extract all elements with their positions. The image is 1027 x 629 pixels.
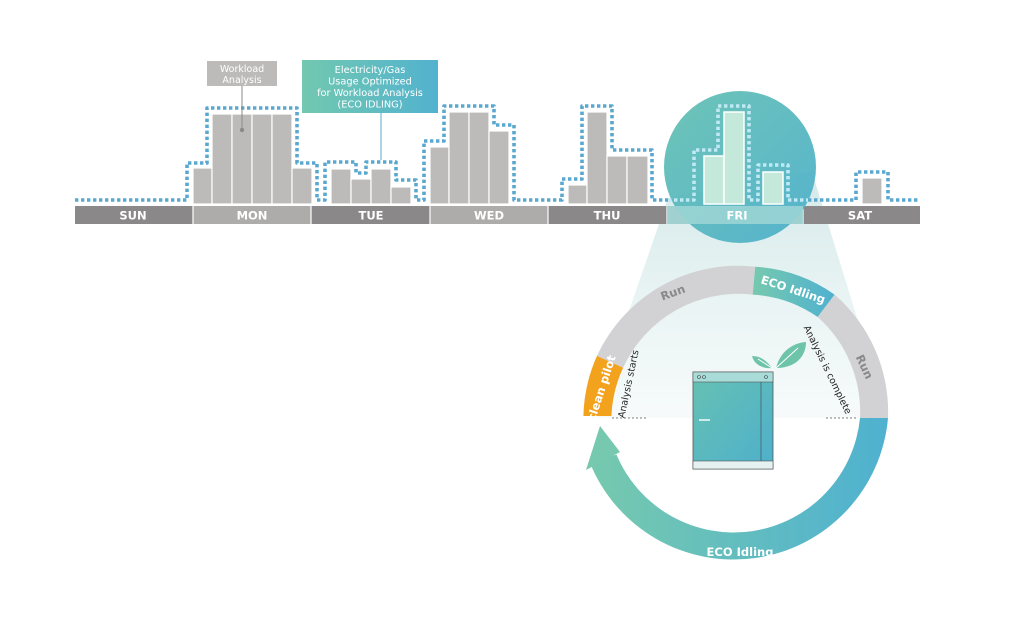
callout-eco-line-3: for Workload Analysis	[317, 88, 423, 99]
callout-eco-line-2: Usage Optimized	[328, 77, 412, 88]
appliance-icon	[692, 371, 774, 470]
day-label-sun: SUN	[119, 209, 146, 223]
bar-fri-1	[703, 155, 725, 205]
bar-mon-6	[291, 167, 313, 205]
appliance-knob	[702, 375, 706, 379]
ring-run-right-segment	[817, 294, 889, 418]
appliance-knob	[697, 375, 701, 379]
callout-eco: Electricity/Gas Usage Optimized for Work…	[302, 60, 438, 160]
bar-tue-4	[390, 186, 412, 205]
eco-usage-dotted-line-sat	[808, 170, 920, 202]
bar-wed-1	[429, 146, 450, 205]
appliance-base	[692, 460, 774, 470]
bar-mon-1	[192, 167, 213, 205]
eco-usage-dotted-line	[75, 104, 668, 202]
day-cell-mon	[193, 206, 311, 224]
callout-workload: Workload Analysis	[207, 61, 277, 133]
day-label-mon: MON	[237, 209, 268, 223]
zoom-funnel	[592, 172, 888, 418]
bar-thu-2	[586, 111, 608, 205]
bar-wed-3	[468, 111, 490, 205]
ring-eco-bottom-segment	[589, 418, 888, 560]
bar-tue-2	[350, 178, 372, 205]
ring-arrow-head	[586, 426, 620, 470]
callout-workload-box	[207, 61, 277, 86]
day-label-sat: SAT	[848, 209, 872, 223]
bar-wed-4	[488, 130, 510, 205]
leaf-icon	[752, 342, 806, 369]
callout-workload-line-1: Workload	[220, 64, 264, 75]
appliance-top-panel	[692, 371, 774, 383]
ring-eco-top-segment	[752, 266, 835, 317]
callout-eco-line-4: (ECO IDLING)	[337, 100, 402, 111]
workload-bars	[192, 111, 883, 205]
bar-fri-2	[723, 111, 745, 205]
fri-magnifier: FRI	[664, 91, 816, 243]
ring-run-top-segment	[597, 265, 756, 368]
day-cell-fri-in-circle	[667, 206, 803, 224]
ring-clean-pilot-segment	[583, 355, 624, 416]
ring-label-eco-bottom: ECO Idling	[707, 545, 774, 559]
day-label-fri: FRI	[727, 209, 748, 223]
bar-sat-1	[861, 177, 883, 205]
bar-tue-1	[330, 168, 352, 205]
day-label-thu: THU	[594, 209, 621, 223]
bar-tue-3	[370, 168, 392, 205]
bar-thu-1	[567, 184, 588, 205]
bar-mon-2	[211, 113, 233, 205]
leaf-icon-stem	[757, 347, 799, 369]
bar-thu-3	[606, 155, 628, 205]
callout-eco-box	[302, 60, 438, 113]
callout-workload-dot	[239, 127, 245, 133]
day-cell-wed	[430, 206, 548, 224]
bar-mon-5	[271, 113, 293, 205]
bar-mon-4	[251, 113, 273, 205]
callout-eco-line-1: Electricity/Gas	[335, 65, 406, 76]
bar-fri-3	[762, 171, 784, 205]
day-label-wed: WED	[474, 209, 504, 223]
fri-dotted-line	[668, 104, 808, 202]
appliance-knob	[764, 375, 768, 379]
bar-thu-4	[626, 155, 649, 205]
callout-workload-line-2: Analysis	[222, 75, 261, 86]
day-label-tue: TUE	[358, 209, 383, 223]
bar-wed-2	[448, 111, 470, 205]
